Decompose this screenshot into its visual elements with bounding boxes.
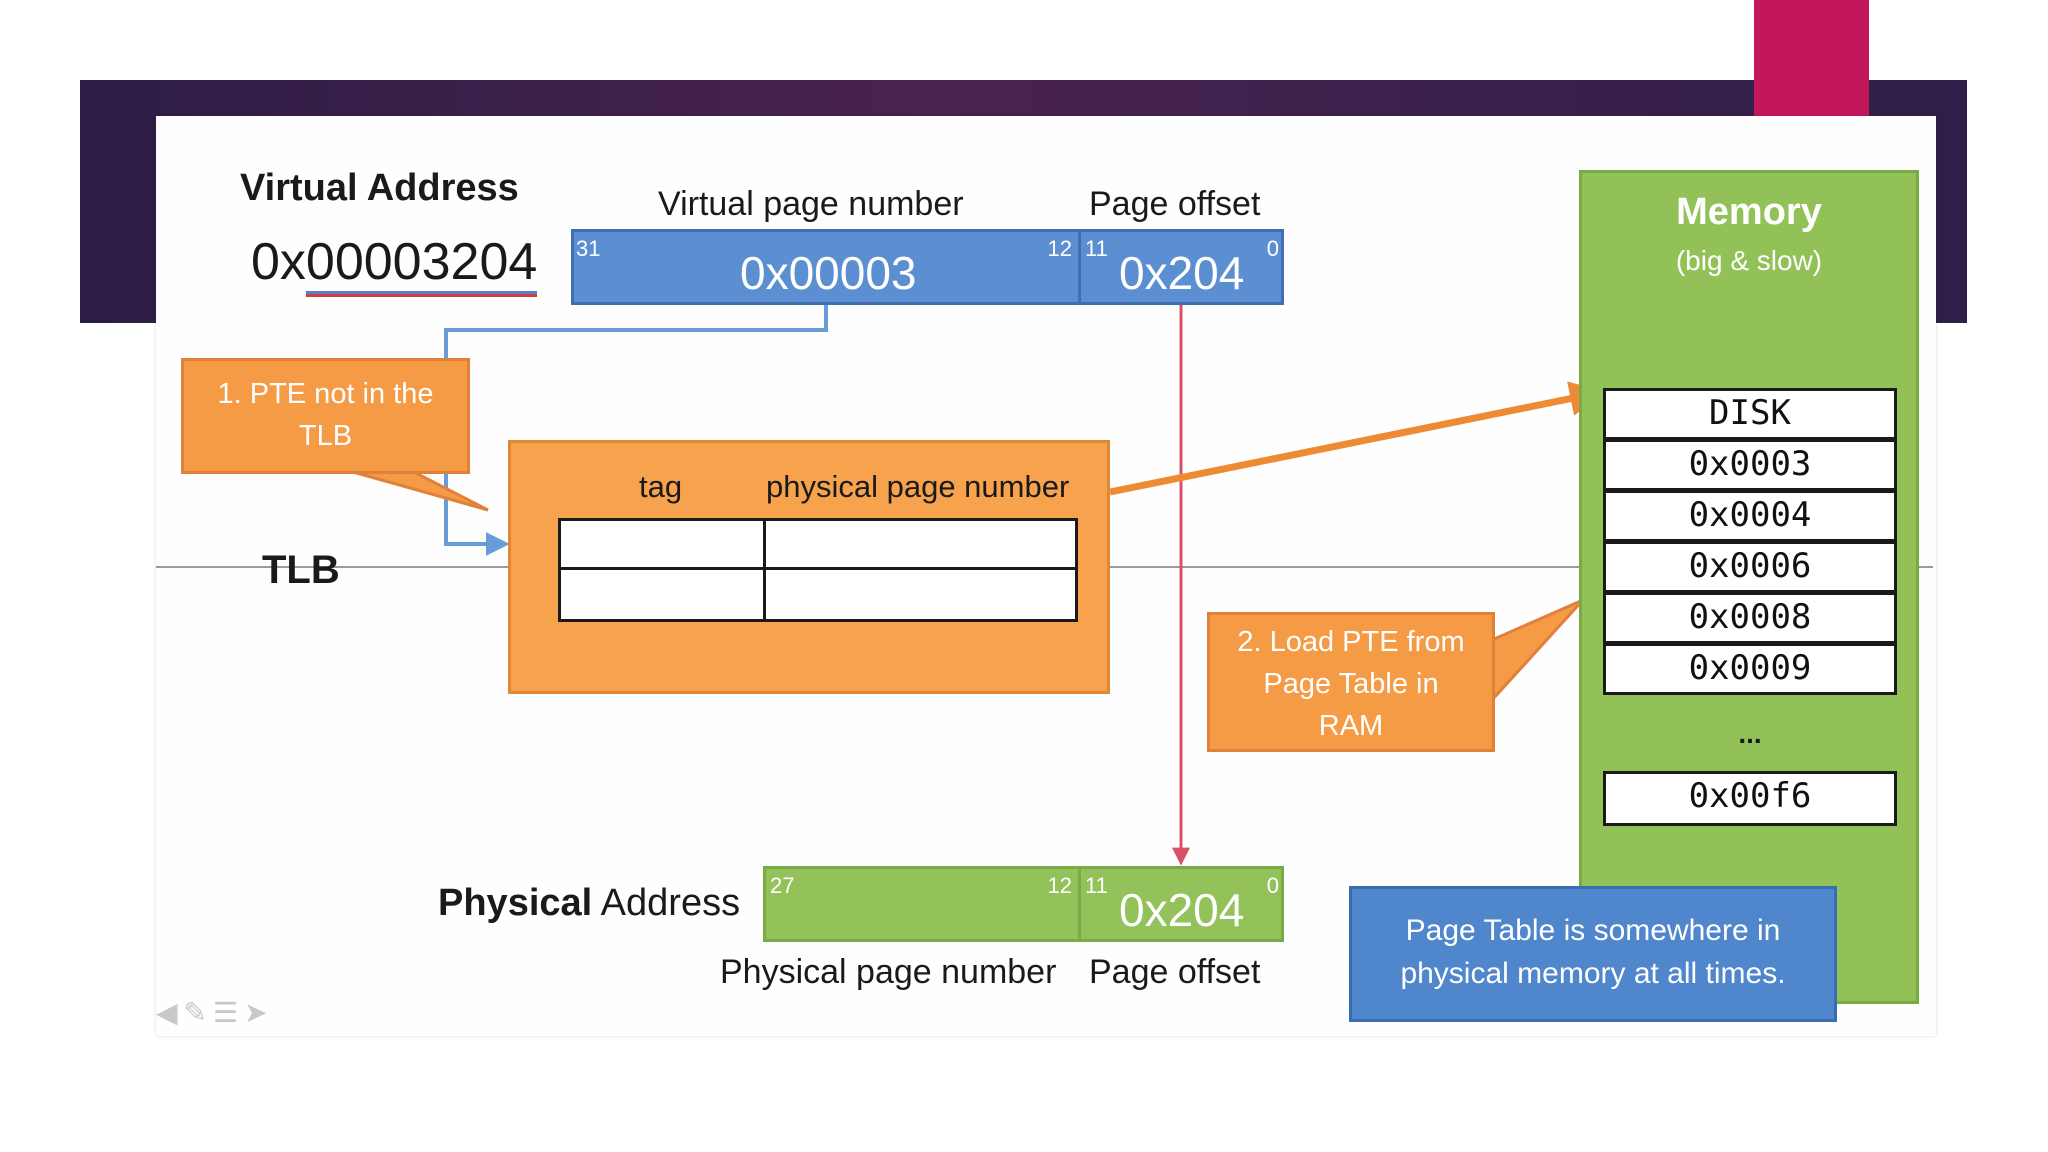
memory-last-entry: 0x00f6 [1603,771,1897,826]
memory-title: Memory [1676,191,1822,233]
ppn-bit-high: 27 [770,873,795,898]
slide-toolbar: ◀✎☰➤ [156,996,274,1029]
tlb-cell [766,570,1075,619]
tlb-cell [561,521,766,570]
memory-entry: 0x0004 [1603,490,1897,542]
physical-offset-bit-high: 11 [1085,873,1108,898]
ppn-bit-low: 12 [1047,873,1072,898]
memory-ellipsis: ... [1738,718,1762,749]
callout-page-table-location: Page Table is somewhere in physical memo… [1349,886,1837,1022]
vpn-bit-high: 31 [576,236,601,261]
callout-pte-not-in-tlb: 1. PTE not in the TLB [181,358,470,474]
virtual-address-title: Virtual Address [240,167,519,209]
vpn-bit-low: 12 [1047,236,1072,261]
memory-entry: 0x0008 [1603,592,1897,644]
physical-offset-value: 0x204 [1119,884,1245,936]
tlb-box: tag physical page number [508,440,1110,694]
tlb-to-memory-arrow [1109,381,1605,496]
vpn-field: 31 12 0x00003 [571,229,1081,305]
offset-value: 0x204 [1119,247,1245,299]
tlb-table [558,518,1078,622]
physical-offset-field: 11 0 0x204 [1078,866,1284,942]
tlb-tag-header: tag [639,469,683,504]
callout-load-pte: 2. Load PTE from Page Table in RAM [1207,612,1495,752]
vpn-value: 0x00003 [740,247,917,299]
menu-icon[interactable]: ☰ [213,997,245,1028]
callout1-line2: TLB [298,420,353,452]
page-offset-label: Page offset [1089,185,1261,223]
pen-icon[interactable]: ✎ [183,997,214,1028]
physical-title-bold: Physical [438,882,593,924]
virtual-address-prefix: 0x [251,233,306,291]
virtual-address-value: 0x00003204 [251,232,538,294]
callout2-tail [1490,598,1585,704]
offset-bit-high: 11 [1085,236,1108,261]
memory-entry: 0x0006 [1603,541,1897,593]
vpn-label: Virtual page number [658,185,964,223]
physical-ppn-label: Physical page number [720,953,1057,991]
next-slide-icon[interactable]: ➤ [244,997,274,1028]
tlb-cell [561,570,766,619]
offset-bit-low: 0 [1266,236,1279,261]
physical-offset-label: Page offset [1089,953,1261,991]
memory-subtitle: (big & slow) [1675,245,1823,276]
callout1-line1: 1. PTE not in the [217,378,434,410]
ppn-field: 27 12 [763,866,1081,942]
offset-field: 11 0 0x204 [1078,229,1284,305]
callout2-line2: Page Table in [1263,668,1439,700]
tlb-cell [766,521,1075,570]
physical-title-rest: Address [592,882,741,924]
virtual-address-digits: 00003204 [305,233,538,294]
prev-slide-icon[interactable]: ◀ [156,997,184,1028]
tlb-label: TLB [262,548,340,592]
physical-offset-bit-low: 0 [1266,873,1279,898]
callout3-line2: physical memory at all times. [1400,957,1786,990]
memory-entry: DISK [1603,388,1897,440]
tlb-ppn-header: physical page number [766,469,1070,504]
callout2-line1: 2. Load PTE from [1237,626,1465,658]
physical-address-title: Physical Address [438,882,740,925]
memory-entry: 0x0003 [1603,439,1897,491]
accent-bar [1754,0,1869,116]
callout1-tail [345,468,489,512]
memory-entry: 0x0009 [1603,643,1897,695]
vpn-to-tlb-arrow [444,305,828,556]
callout2-line3: RAM [1318,710,1384,742]
callout3-line1: Page Table is somewhere in [1405,914,1781,947]
